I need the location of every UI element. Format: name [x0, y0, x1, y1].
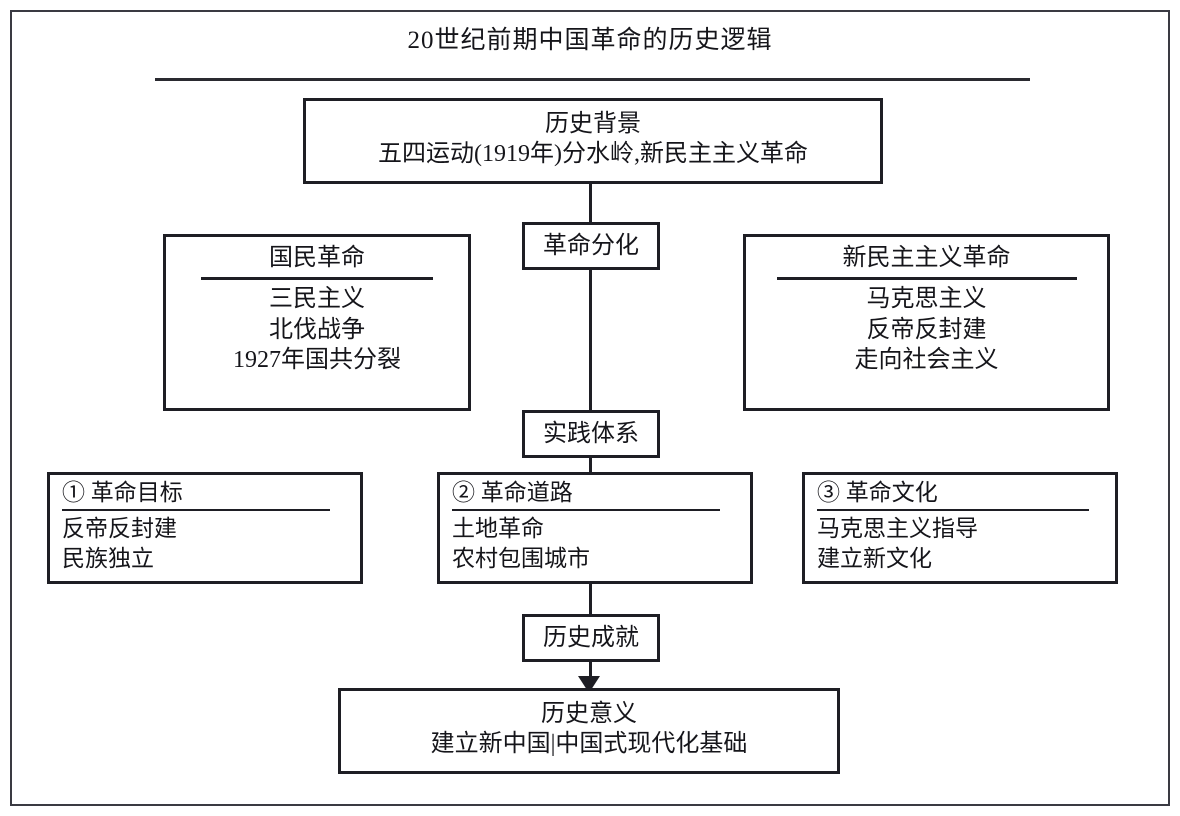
node-national-revolution-title: 国民革命: [269, 245, 365, 271]
node-practice-system-title: 实践体系: [543, 421, 639, 447]
node-revolution-road[interactable]: ② 革命道路 土地革命 农村包围城市: [437, 472, 753, 584]
node-revolution-culture-item-2: 建立新文化: [817, 546, 932, 572]
connector-practice-to-road: [589, 458, 592, 472]
connector-road-to-achievement: [589, 584, 592, 614]
node-revolution-goal-title: ① 革命目标: [62, 480, 183, 505]
diagram-title: 20世纪前期中国革命的历史逻辑: [407, 27, 773, 54]
node-revolution-culture-item-1: 马克思主义指导: [817, 515, 978, 541]
node-revolution-goal-item-1: 反帝反封建: [62, 515, 177, 541]
connector-background-to-split: [589, 184, 592, 222]
node-revolution-road-item-2: 农村包围城市: [452, 546, 590, 572]
node-new-democratic-revolution-item-2: 反帝反封建: [866, 316, 987, 343]
node-national-revolution-item-1: 三民主义: [269, 286, 365, 312]
node-revolution-road-item-1: 土地革命: [452, 515, 544, 541]
node-historical-significance-title: 历史意义: [541, 701, 637, 727]
node-new-democratic-revolution[interactable]: 新民主主义革命 马克思主义 反帝反封建 走向社会主义: [743, 234, 1110, 411]
connector-achievement-to-meaning: [589, 662, 592, 682]
connector-split-to-practice: [589, 270, 592, 410]
node-new-democratic-revolution-item-3: 走向社会主义: [854, 347, 999, 374]
node-revolution-culture-divider: [817, 508, 1089, 511]
node-historical-background-title: 历史背景: [545, 111, 641, 137]
title-divider: [155, 78, 1030, 81]
node-practice-system[interactable]: 实践体系: [522, 410, 660, 458]
node-revolution-road-divider: [452, 508, 720, 511]
node-national-revolution-item-2: 北伐战争: [269, 316, 365, 343]
node-new-democratic-revolution-title: 新民主主义革命: [842, 245, 1011, 271]
node-revolution-goal-item-2: 民族独立: [62, 546, 154, 572]
node-historical-significance[interactable]: 历史意义 建立新中国|中国式现代化基础: [338, 688, 840, 774]
node-historical-achievement[interactable]: 历史成就: [522, 614, 660, 662]
node-revolution-split[interactable]: 革命分化: [522, 222, 660, 270]
node-historical-background-detail: 五四运动(1919年)分水岭,新民主主义革命: [378, 141, 808, 167]
node-new-democratic-revolution-item-1: 马克思主义: [866, 286, 987, 312]
node-national-revolution[interactable]: 国民革命 三民主义 北伐战争 1927年国共分裂: [163, 234, 471, 411]
node-revolution-culture[interactable]: ③ 革命文化 马克思主义指导 建立新文化: [802, 472, 1118, 584]
node-historical-background[interactable]: 历史背景 五四运动(1919年)分水岭,新民主主义革命: [303, 98, 883, 184]
node-revolution-split-title: 革命分化: [543, 233, 639, 259]
node-national-revolution-item-3: 1927年国共分裂: [233, 347, 401, 374]
node-revolution-goal-divider: [62, 508, 330, 511]
node-revolution-goal[interactable]: ① 革命目标 反帝反封建 民族独立: [47, 472, 363, 584]
node-historical-significance-detail: 建立新中国|中国式现代化基础: [430, 731, 748, 757]
node-historical-achievement-title: 历史成就: [543, 625, 639, 651]
node-new-democratic-revolution-divider: [776, 277, 1077, 280]
node-national-revolution-divider: [201, 277, 433, 280]
node-revolution-culture-title: ③ 革命文化: [817, 480, 938, 505]
node-revolution-road-title: ② 革命道路: [452, 480, 573, 505]
